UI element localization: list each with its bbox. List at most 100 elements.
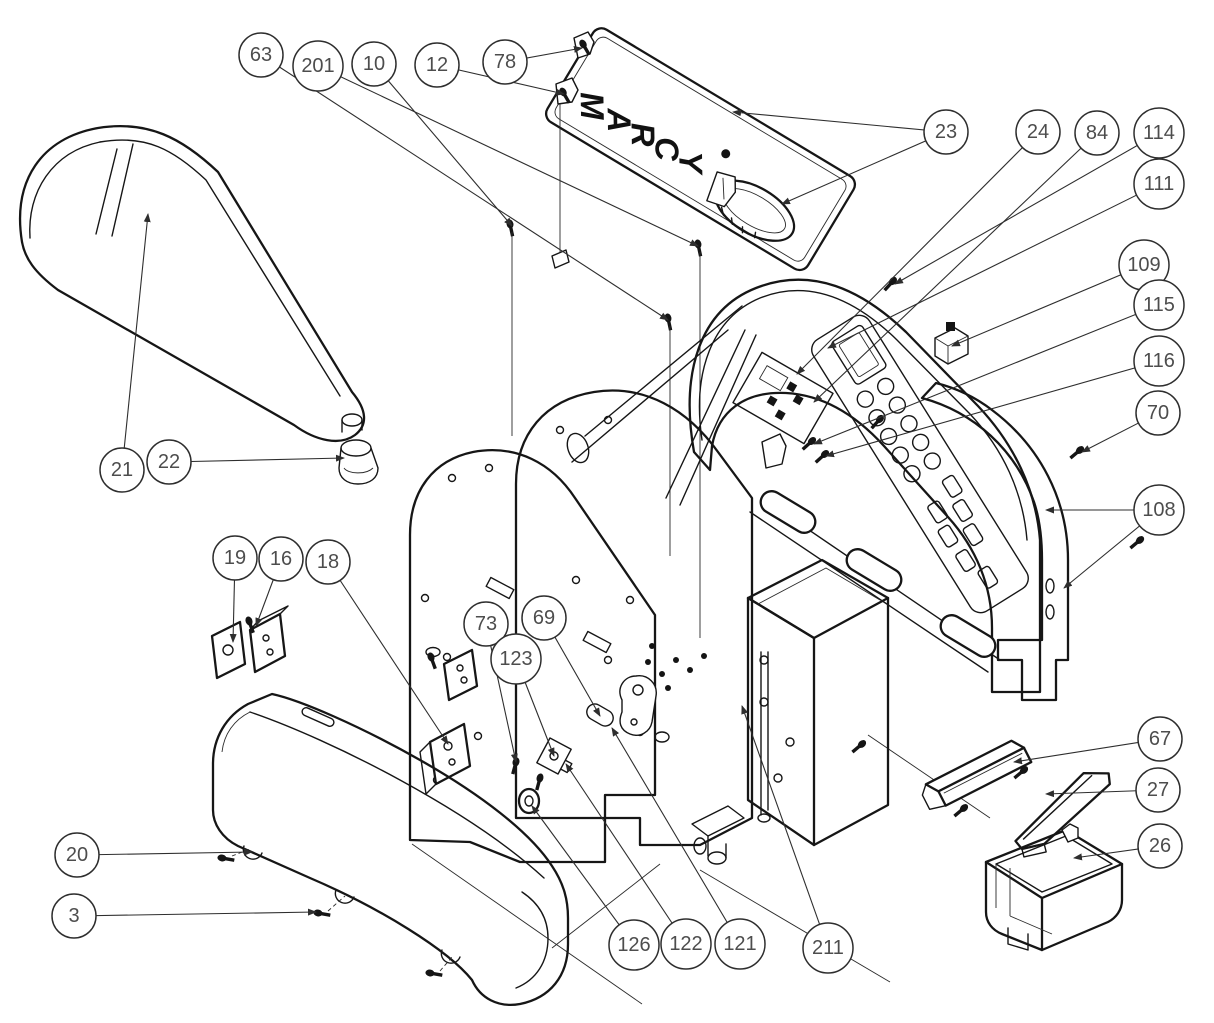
callout-27: 27 [1135, 767, 1181, 813]
callout-balloon-24 [1015, 109, 1061, 155]
callout-22: 22 [146, 439, 192, 485]
callout-balloon-73 [463, 601, 509, 647]
callout-number-70: 70 [1147, 402, 1169, 424]
callout-number-69: 69 [533, 607, 555, 629]
callout-67: 67 [1137, 716, 1183, 762]
callout-number-115: 115 [1143, 294, 1175, 316]
leader-line-23 [732, 109, 947, 133]
keypad-strip [807, 311, 1033, 617]
part-base-cover [213, 694, 568, 1005]
callout-balloon-3 [51, 893, 97, 939]
leader-line-111 [827, 183, 1160, 349]
callout-balloon-10 [351, 41, 397, 87]
callout-number-109: 109 [1127, 254, 1160, 276]
part-switch [935, 322, 968, 364]
callout-number-22: 22 [158, 451, 180, 473]
callout-108: 108 [1133, 484, 1185, 536]
leader-line-63 [260, 54, 669, 321]
callout-balloon-122 [660, 918, 712, 970]
callout-balloon-111 [1133, 158, 1185, 210]
callout-balloon-23 [923, 109, 969, 155]
callout-number-78: 78 [494, 51, 516, 73]
part-right-side-panel [516, 391, 888, 864]
callout-number-84: 84 [1086, 122, 1108, 144]
part-crossbar-rails [563, 306, 1000, 672]
leader-line-21 [121, 213, 151, 471]
callout-balloon-70 [1135, 390, 1181, 436]
callout-balloon-20 [54, 832, 100, 878]
leader-line-22 [168, 454, 345, 463]
callout-number-10: 10 [363, 53, 385, 75]
callout-number-123: 123 [499, 648, 532, 670]
callout-114: 114 [1133, 107, 1185, 159]
leader-line-116 [825, 360, 1160, 458]
leader-line-10 [373, 63, 513, 227]
callout-number-67: 67 [1149, 728, 1171, 750]
loose-screws-top [505, 218, 704, 638]
callout-number-12: 12 [426, 54, 448, 76]
callout-26: 26 [1137, 823, 1183, 869]
callout-211: 211 [802, 922, 854, 974]
callout-balloon-16 [258, 536, 304, 582]
leader-line-211 [741, 705, 829, 949]
callout-number-16: 16 [270, 548, 292, 570]
callout-balloon-63 [238, 32, 284, 78]
part-bracket-mid [426, 650, 477, 700]
callout-21: 21 [99, 447, 145, 493]
callout-116: 116 [1133, 335, 1185, 387]
callout-111: 111 [1133, 158, 1185, 210]
part-console-overlay: MARCY [542, 25, 858, 274]
callout-number-63: 63 [250, 44, 272, 66]
callout-69: 69 [521, 595, 567, 641]
callout-number-24: 24 [1027, 121, 1049, 143]
leader-line-122 [565, 763, 687, 945]
part-tray-26 [986, 824, 1122, 950]
callout-number-73: 73 [475, 613, 497, 635]
callout-19: 19 [212, 535, 258, 581]
callout-number-19: 19 [224, 547, 246, 569]
callout-78: 78 [482, 39, 528, 85]
callout-201: 201 [292, 40, 344, 92]
callout-number-201: 201 [301, 55, 334, 77]
callout-number-122: 122 [669, 933, 702, 955]
callout-balloon-114 [1133, 107, 1185, 159]
part-foot-cap [339, 440, 378, 484]
callout-23: 23 [923, 109, 969, 155]
callout-balloon-121 [714, 918, 766, 970]
callout-number-111: 111 [1144, 173, 1174, 195]
callout-24: 24 [1015, 109, 1061, 155]
part-bracket-16 [244, 606, 288, 672]
callouts-layer: 63 201 10 12 78 23 24 84 114 111 109 115 116 70 108 21 2… [51, 32, 1185, 974]
pcb-clip [762, 434, 786, 468]
callout-number-121: 121 [723, 933, 756, 955]
callout-115: 115 [1133, 279, 1185, 331]
callout-63: 63 [238, 32, 284, 78]
overlay-clip [702, 168, 742, 211]
callout-balloon-84 [1074, 110, 1120, 156]
callout-16: 16 [258, 536, 304, 582]
callout-number-114: 114 [1143, 122, 1175, 144]
callout-126: 126 [608, 919, 660, 971]
callout-number-20: 20 [66, 844, 88, 866]
callout-balloon-69 [521, 595, 567, 641]
callout-balloon-116 [1133, 335, 1185, 387]
callout-balloon-211 [802, 922, 854, 974]
callout-123: 123 [490, 633, 542, 685]
leader-line-67 [1013, 738, 1161, 765]
callout-121: 121 [714, 918, 766, 970]
callout-number-211: 211 [812, 937, 844, 959]
brand-logo-text: MARCY [560, 75, 722, 198]
callout-number-116: 116 [1143, 350, 1175, 372]
callout-122: 122 [660, 918, 712, 970]
callout-3: 3 [51, 893, 97, 939]
callout-number-3: 3 [68, 905, 79, 927]
callout-balloon-12 [414, 42, 460, 88]
part-bracket-plate-19 [212, 622, 245, 678]
callout-balloon-22 [146, 439, 192, 485]
callout-balloon-19 [212, 535, 258, 581]
callout-number-21: 21 [111, 459, 133, 481]
callout-number-27: 27 [1147, 779, 1169, 801]
callout-balloon-108 [1133, 484, 1185, 536]
callout-70: 70 [1135, 390, 1181, 436]
